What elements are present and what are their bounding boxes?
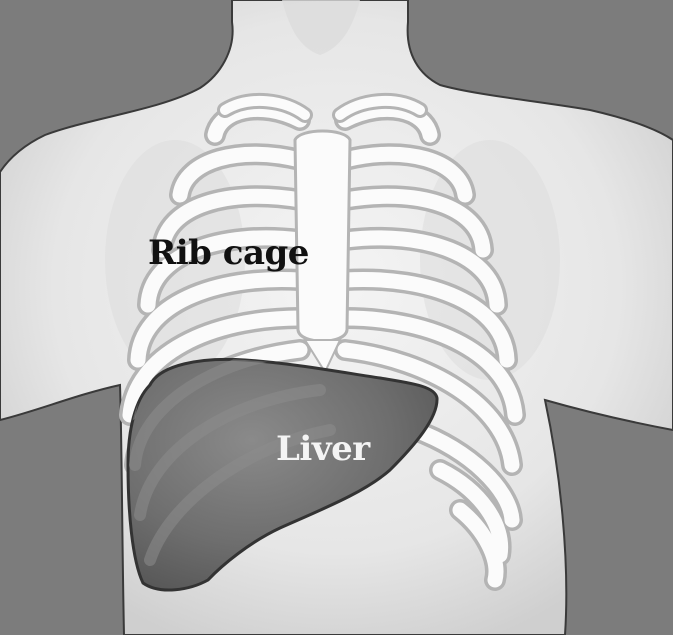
rib-cage-label: Rib cage bbox=[148, 236, 309, 270]
liver-label: Liver bbox=[276, 432, 370, 466]
